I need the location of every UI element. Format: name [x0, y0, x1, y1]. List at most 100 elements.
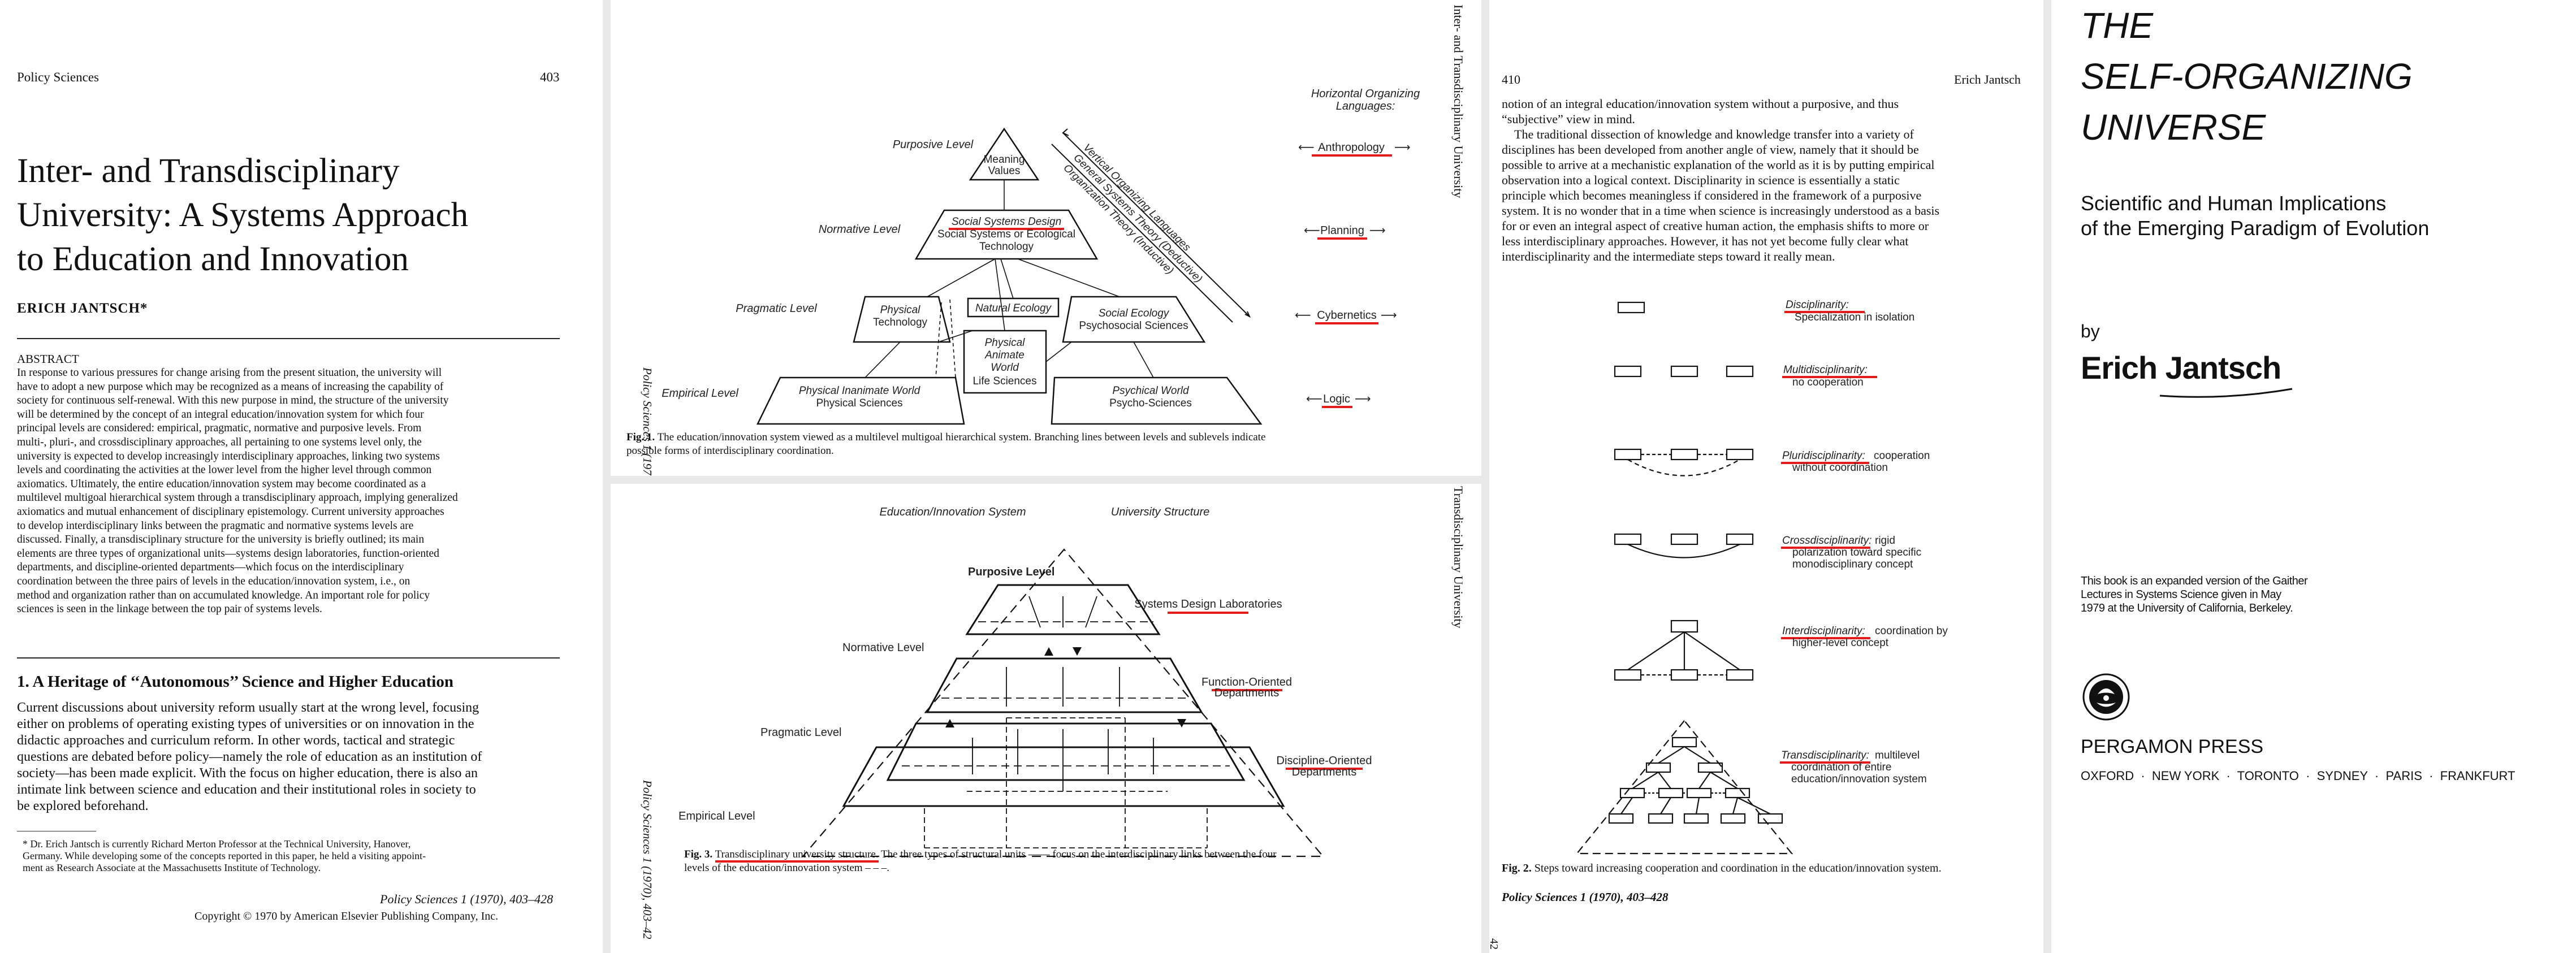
caption-text: Steps toward increasing cooperation and …: [1534, 862, 1942, 874]
body-line: notion of an integral education/innovati…: [1502, 97, 1899, 111]
section-body: Current discussions about university ref…: [17, 700, 482, 815]
fig1-phystech: Physical: [880, 304, 921, 316]
step3-desc2: without coordination: [1792, 462, 1888, 474]
step5-box: [1726, 669, 1754, 681]
step6-desc3: education/innovation system: [1791, 773, 1927, 785]
fig3-internal-links: [902, 596, 1230, 848]
author: ERICH JANTSCH*: [17, 301, 148, 316]
body-line: questions are debated before policy—name…: [17, 750, 482, 764]
fig3-arrows: [945, 647, 1186, 727]
fig3-top-left: Education/Innovation System: [879, 506, 1026, 518]
page-number: 410: [1502, 72, 1520, 86]
step1-desc: Specialization in isolation: [1795, 311, 1914, 323]
book-title: THE SELF-ORGANIZING UNIVERSE: [2081, 0, 2413, 153]
pragmatic-band: [886, 722, 1246, 781]
author-name: Erich Jantsch: [2081, 350, 2281, 385]
book-author: Erich Jantsch: [2081, 349, 2281, 386]
abstract-line: have to adopt a new purpose which may be…: [17, 380, 444, 393]
page-break: [611, 476, 1481, 484]
double-arrow-icon: ⟵: [1306, 393, 1322, 405]
horizontal-language-cybernetics: Cybernetics ⟵ ⟶: [1295, 309, 1397, 324]
step6-box: [1757, 813, 1783, 824]
publisher-cities: OXFORD · NEW YORK · TORONTO · SYDNEY · P…: [2081, 769, 2516, 783]
copyright: Copyright © 1970 by American Elsevier Pu…: [195, 910, 499, 922]
step3-term: Pluridisciplinarity:: [1782, 450, 1865, 462]
fig1-ssd2: Social Systems or Ecological: [937, 228, 1075, 240]
empirical-left: [756, 376, 965, 425]
abstract-line: sciences is seen in the linkage between …: [17, 603, 322, 616]
side-journal-ref-2: Policy Sciences 1 (1970), 403–42: [641, 780, 654, 939]
by-label: by: [2081, 321, 2100, 341]
page-book-title: THE SELF-ORGANIZING UNIVERSE Scientific …: [2051, 0, 2576, 953]
fig1-physanim: Physical: [985, 337, 1026, 349]
horizontal-language-label: Cybernetics: [1317, 309, 1377, 322]
step6-term: Transdisciplinarity:: [1781, 750, 1869, 761]
step6-box: [1608, 813, 1634, 824]
step6-triangle: [1575, 720, 1793, 855]
abstract-line: will be determined by the concept of an …: [17, 408, 424, 421]
running-header-right: Erich Jantsch: [1954, 72, 2021, 86]
fig1-soceco2: Psychosocial Sciences: [1079, 320, 1188, 332]
title-line: University: A Systems Approach: [17, 196, 469, 234]
fig1-phystech2: Technology: [873, 317, 928, 328]
double-arrow-icon: ⟶: [1369, 224, 1386, 237]
abstract-line: multilevel multigoal hierarchical system…: [17, 492, 458, 504]
fig3-unit-fod: Function-Oriented: [1201, 676, 1292, 688]
abstract-line: to develop interdisciplinary links betwe…: [17, 519, 414, 532]
fig3-level-pragmatic: Pragmatic Level: [760, 726, 841, 739]
step4-desc: rigid: [1875, 535, 1895, 547]
footnote-line: ment as Research Associate at the Massac…: [23, 862, 321, 873]
step4-box: [1670, 533, 1698, 545]
step6-desc2: coordination of entire: [1791, 761, 1891, 773]
step4-arc: [1627, 544, 1740, 558]
level-purposive: Purposive Level: [893, 138, 974, 151]
step1-term: Disciplinarity:: [1786, 299, 1849, 311]
page-body: notion of an integral education/innovati…: [1502, 96, 1939, 264]
abstract-line: levels and coordinating the activities a…: [17, 464, 432, 476]
fig1-meaning: Meaning: [984, 154, 1025, 166]
step6-box: [1671, 737, 1697, 748]
fig1-vertical2: General Systems Theory (Deductive): [1071, 152, 1204, 285]
abstract-body: In response to various pressures for cha…: [17, 366, 577, 617]
caption-text: The three types of structural units —— f…: [878, 848, 1277, 860]
body-line: less interdisciplinary approaches. Howev…: [1502, 234, 1909, 248]
abstract-heading: ABSTRACT: [17, 352, 79, 366]
step3-box: [1614, 448, 1642, 461]
body-line: interdisciplinarity and the intermediate…: [1502, 249, 1835, 263]
body-line: observation into a logical context. Disc…: [1502, 173, 1900, 187]
step4-desc2: polarization toward specific: [1792, 547, 1921, 558]
fig1-physanim2: Animate: [984, 349, 1025, 361]
horizontal-language-planning: Planning ⟵ ⟶: [1304, 224, 1386, 240]
fig3-unit-dod2: Departments: [1292, 766, 1357, 778]
step5-desc: coordination by: [1875, 625, 1948, 637]
normative-trapezoid: [914, 209, 1099, 260]
step2-term: Multidisciplinarity:: [1783, 364, 1868, 376]
step3-box: [1670, 448, 1698, 461]
step6-box: [1720, 813, 1746, 824]
title-line: Inter- and Transdisciplinary: [17, 152, 400, 190]
step6-desc: multilevel: [1875, 750, 1920, 761]
empirical-band: [842, 746, 1285, 807]
step4-term: Crossdisciplinarity:: [1782, 535, 1872, 547]
step6-box: [1683, 813, 1709, 824]
double-arrow-icon: ⟵: [1295, 309, 1311, 322]
abstract-line: principal levels are considered: empiric…: [17, 422, 422, 435]
body-line: society—has been made explicit. With the…: [17, 766, 478, 781]
step3-box: [1726, 448, 1754, 461]
body-line: for or even an integral aspect of creati…: [1502, 219, 1929, 233]
body-line: Current discussions about university ref…: [17, 700, 479, 715]
caption-line: Fig. 3. Transdisciplinary university str…: [684, 848, 1277, 863]
fig1-connector-lines: [865, 180, 1154, 378]
page-separator: [1481, 0, 1489, 953]
body-line: didactic approaches and curriculum refor…: [17, 733, 455, 748]
fig1-lifesci: Life Sciences: [973, 375, 1036, 387]
double-arrow-icon: ⟵: [1304, 224, 1320, 237]
fig3-unit-fod2: Departments: [1214, 687, 1280, 699]
body-line: “subjective” view in mind.: [1502, 112, 1635, 126]
fig1-caption: Fig. 1. The education/innovation system …: [626, 431, 1265, 458]
step1-box: [1617, 301, 1645, 314]
caption-line: Fig. 1. The education/innovation system …: [626, 431, 1265, 444]
outer-dashed-pyramid: [801, 548, 1325, 857]
body-line: possible to arrive at a mechanistic expl…: [1502, 158, 1935, 172]
step5-top-box: [1670, 620, 1698, 633]
